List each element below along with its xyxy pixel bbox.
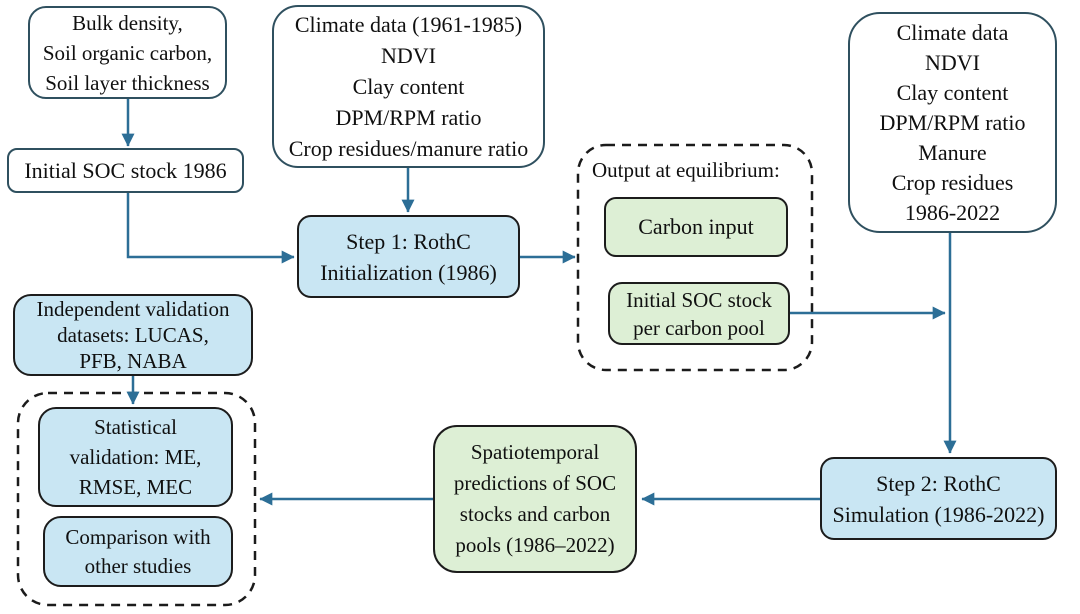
node-step2-rothc-simulation: Step 2: RothC Simulation (1986-2022) (820, 457, 1057, 540)
node-bulk-density: Bulk density, Soil organic carbon, Soil … (28, 6, 227, 99)
node-step1-rothc-initialization: Step 1: RothC Initialization (1986) (297, 215, 520, 298)
node-comparison-other-studies: Comparison with other studies (43, 516, 233, 587)
node-climate-data-1986-2022: Climate data NDVI Clay content DPM/RPM r… (848, 12, 1057, 233)
node-carbon-input: Carbon input (604, 197, 788, 257)
node-independent-validation-datasets: Independent validation datasets: LUCAS, … (13, 294, 253, 376)
output-equilibrium-group-box (576, 143, 814, 372)
node-climate-data-1961-1985: Climate data (1961-1985) NDVI Clay conte… (272, 5, 545, 168)
arrow-initialsoc-to-step1 (126, 193, 295, 264)
output-at-equilibrium-label: Output at equilibrium: (592, 158, 780, 182)
node-initial-soc-stock-1986: Initial SOC stock 1986 (7, 148, 244, 193)
node-spatiotemporal-predictions: Spatiotemporal predictions of SOC stocks… (433, 425, 637, 573)
node-initial-soc-per-carbon-pool: Initial SOC stock per carbon pool (608, 282, 790, 345)
node-statistical-validation: Statistical validation: ME, RMSE, MEC (38, 407, 233, 507)
